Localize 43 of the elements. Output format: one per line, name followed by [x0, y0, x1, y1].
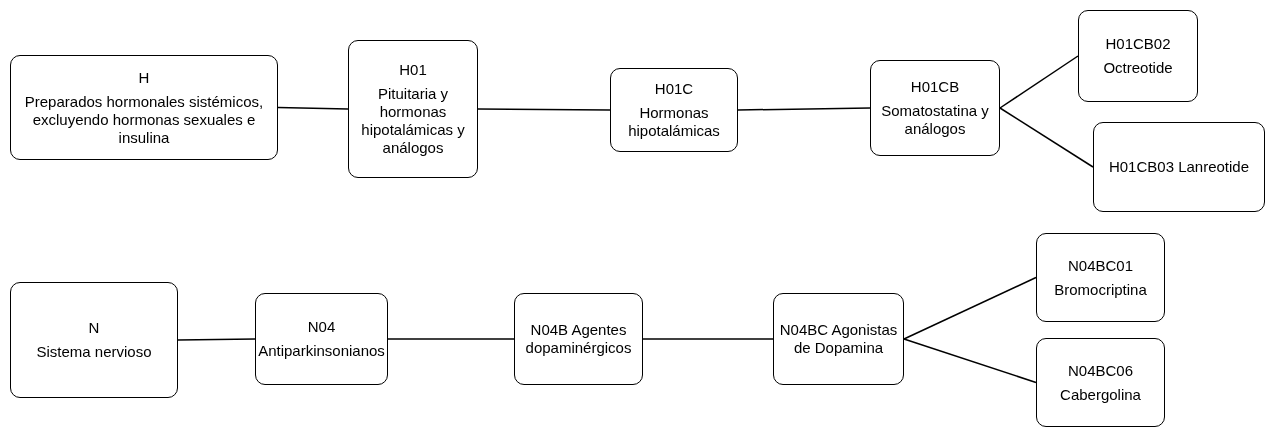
category-box	[1093, 122, 1265, 212]
category-box	[10, 55, 278, 160]
connector-line	[277, 106, 349, 110]
category-box	[773, 293, 904, 385]
category-box	[348, 40, 478, 178]
connector-line	[177, 338, 256, 341]
category-label: Pituitaria y hormonas hipotalámicas y análogos	[360, 85, 466, 157]
code-label: H01	[399, 61, 427, 79]
connector-line	[642, 338, 774, 340]
category-label: Hormonas hipotalámicas	[627, 104, 721, 140]
category-box	[10, 282, 178, 398]
category-label: Cabergolina	[1060, 385, 1141, 404]
category-label: Antiparkinsonianos	[258, 342, 385, 360]
category-label: Bromocriptina	[1054, 280, 1147, 299]
category-box	[610, 68, 738, 152]
category-label: Octreotide	[1103, 59, 1173, 77]
connector-line	[737, 107, 871, 111]
connector-line	[903, 338, 1037, 384]
category-box	[870, 60, 1000, 156]
category-box	[1036, 233, 1165, 322]
code-label: N04BC01	[1067, 256, 1133, 275]
connector-line	[387, 338, 515, 340]
code-label: H01CB	[910, 78, 960, 96]
category-box	[1078, 10, 1198, 102]
code-label: H	[138, 68, 150, 87]
category-box	[514, 293, 643, 385]
code-label: H01CB02	[1105, 35, 1171, 53]
code-label: N04	[307, 318, 336, 336]
category-label: N04B Agentes dopaminérgicos	[524, 321, 633, 357]
category-label: N04BC Agonistas de Dopamina	[778, 321, 899, 357]
connector-line	[903, 276, 1037, 340]
category-box	[1036, 338, 1165, 427]
code-label: H01C	[654, 80, 694, 98]
code-label: N	[88, 319, 100, 337]
category-label: H01CB03 Lanreotide	[1108, 158, 1250, 176]
category-label: Somatostatina y análogos	[880, 102, 990, 138]
category-label: Preparados hormonales sistémicos, excluyendo hormonas sexuales e insulina	[23, 92, 265, 147]
connector-line	[477, 108, 611, 111]
code-label: N04BC06	[1067, 361, 1133, 380]
category-label: Sistema nervioso	[36, 343, 152, 361]
connector-line	[999, 107, 1094, 168]
connector-line	[999, 55, 1079, 109]
category-box	[255, 293, 388, 385]
